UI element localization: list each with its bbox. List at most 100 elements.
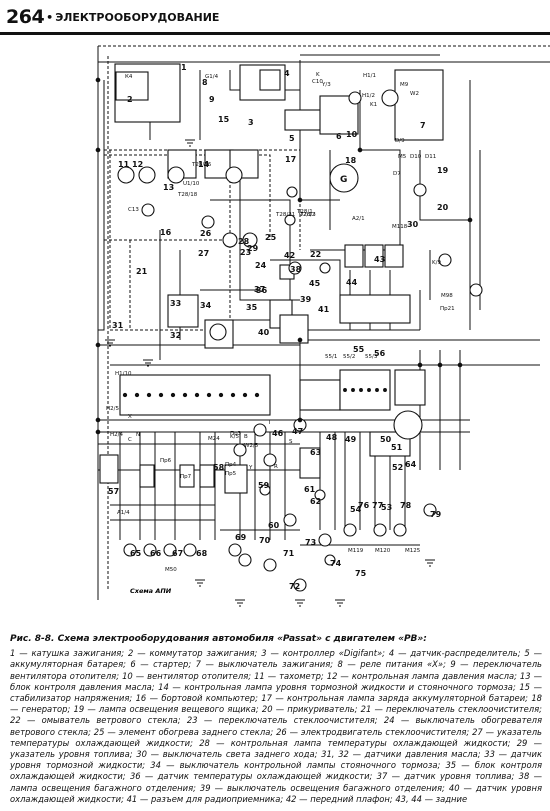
- component-circle: [438, 253, 452, 267]
- header-rule: [0, 32, 550, 35]
- component-circle: [141, 203, 155, 217]
- component-box: [139, 464, 155, 488]
- terminal-label: D10: [410, 154, 422, 160]
- component-circle: [293, 578, 307, 592]
- component-circle: [143, 543, 157, 557]
- terminal-label: K/5: [230, 434, 239, 440]
- component-circle: [183, 543, 197, 557]
- junction-dot: [95, 77, 101, 83]
- terminal-label: K: [316, 72, 320, 78]
- terminal-label: Пр3: [230, 431, 242, 437]
- component-number: 76: [358, 501, 370, 510]
- terminal-label: 55/3: [365, 354, 378, 360]
- component-number: 77: [372, 501, 383, 510]
- ground-symbol: [335, 599, 345, 607]
- component-number: 28: [238, 237, 250, 246]
- terminal-label: U2/12: [299, 212, 315, 218]
- component-circle: [167, 166, 185, 184]
- terminal-label: H1/10: [115, 371, 132, 377]
- component-circle: [284, 214, 296, 226]
- component-number: 45: [309, 279, 321, 288]
- component-number: 23: [240, 248, 251, 257]
- component-circle: [318, 533, 332, 547]
- component-circle: [423, 503, 437, 517]
- component-circle: [259, 484, 271, 496]
- component-circle: [393, 410, 423, 440]
- schema-api-label: Схема АПИ: [130, 587, 172, 595]
- component-circle: [201, 215, 215, 229]
- component-number: 66: [150, 549, 162, 558]
- terminal-label: H1/1: [363, 73, 376, 79]
- terminal-label: C13: [128, 207, 139, 213]
- component-number: 11: [118, 160, 130, 169]
- component-number: 36: [256, 286, 268, 295]
- wire: [104, 154, 271, 240]
- caption-title: Рис. 8-8. Схема электрооборудования авто…: [10, 634, 427, 644]
- wire: [359, 90, 401, 260]
- component-box: [224, 464, 248, 494]
- component-box: [199, 464, 215, 488]
- junction-dot: [297, 197, 303, 203]
- component-number: 34: [200, 301, 212, 310]
- connector-pin: [343, 388, 347, 392]
- component-circle: [288, 261, 302, 275]
- component-circle: [413, 183, 427, 197]
- component-number: 70: [259, 536, 271, 545]
- component-circle: [381, 89, 399, 107]
- component-number: 22: [310, 250, 321, 259]
- component-number: 38: [290, 265, 302, 274]
- component-box: [179, 464, 195, 488]
- terminal-label: M24: [208, 436, 220, 442]
- component-number: 55: [353, 345, 365, 354]
- component-circle: [393, 523, 407, 537]
- connector-pin: [146, 392, 152, 398]
- component-number: 7: [420, 121, 426, 130]
- component-number: 46: [272, 429, 284, 438]
- junction-dot: [357, 147, 363, 153]
- component-box: [259, 69, 281, 91]
- component-number: 73: [305, 538, 316, 547]
- component-box: [384, 244, 404, 268]
- caption-body: 1 — катушка зажигания; 2 — коммутатор за…: [10, 648, 542, 804]
- component-number: 72: [289, 582, 300, 591]
- junction-dot: [457, 362, 463, 368]
- component-number: 56: [374, 349, 386, 358]
- terminal-label: M118: [392, 224, 408, 230]
- terminal-label: T: [267, 420, 272, 426]
- connector-pin: [206, 392, 212, 398]
- component-number: 10: [346, 130, 358, 139]
- component-circle: [242, 232, 258, 248]
- terminal-label: T28/16: [191, 162, 212, 168]
- component-circle: [228, 543, 242, 557]
- ground-symbol: [195, 579, 205, 587]
- component-number: 40: [258, 328, 270, 337]
- component-circle: [253, 423, 267, 437]
- component-number: 9: [209, 95, 215, 104]
- component-number: 61: [304, 485, 316, 494]
- connector-pin: [375, 388, 379, 392]
- component-number: 64: [405, 460, 417, 469]
- component-circle: [373, 523, 387, 537]
- component-circle: [209, 323, 227, 341]
- component-box: [394, 69, 444, 141]
- connector-pin: [383, 388, 387, 392]
- component-number: 62: [310, 497, 321, 506]
- component-box: [339, 294, 411, 324]
- ground-symbol: [105, 339, 115, 347]
- terminal-label: S: [289, 439, 293, 445]
- component-number: 6: [336, 132, 342, 141]
- component-number: 21: [136, 267, 148, 276]
- terminal-label: Пр21: [440, 306, 455, 312]
- component-number: 49: [345, 435, 357, 444]
- component-circle: [348, 91, 362, 105]
- generator-glyph: G: [340, 175, 347, 185]
- connector-pin: [170, 392, 176, 398]
- component-number: 74: [330, 559, 342, 568]
- component-number: 43: [374, 255, 385, 264]
- component-box: [299, 447, 321, 479]
- component-number: 19: [437, 166, 449, 175]
- terminal-label: Y: [248, 465, 253, 471]
- component-number: 27: [198, 249, 209, 258]
- component-circle: [329, 163, 359, 193]
